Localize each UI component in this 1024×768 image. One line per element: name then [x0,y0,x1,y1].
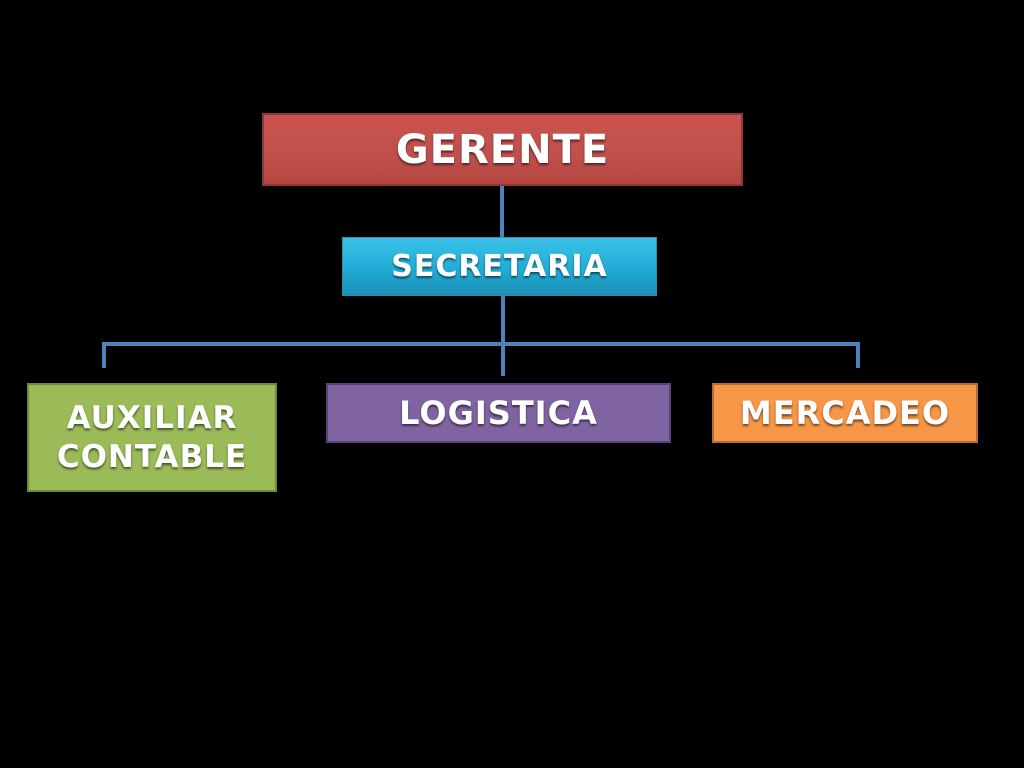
node-gerente-label: GERENTE [395,126,610,173]
node-secretaria: SECRETARIA [342,237,657,296]
node-logistica: LOGISTICA [326,383,671,443]
node-mercadeo: MERCADEO [712,383,978,443]
node-mercadeo-label: MERCADEO [739,394,951,432]
node-auxiliar-contable-label: AUXILIAR CONTABLE [56,399,248,475]
node-auxiliar-contable: AUXILIAR CONTABLE [27,383,277,492]
node-logistica-label: LOGISTICA [399,394,598,432]
node-gerente: GERENTE [262,113,743,186]
node-secretaria-label: SECRETARIA [391,248,608,284]
